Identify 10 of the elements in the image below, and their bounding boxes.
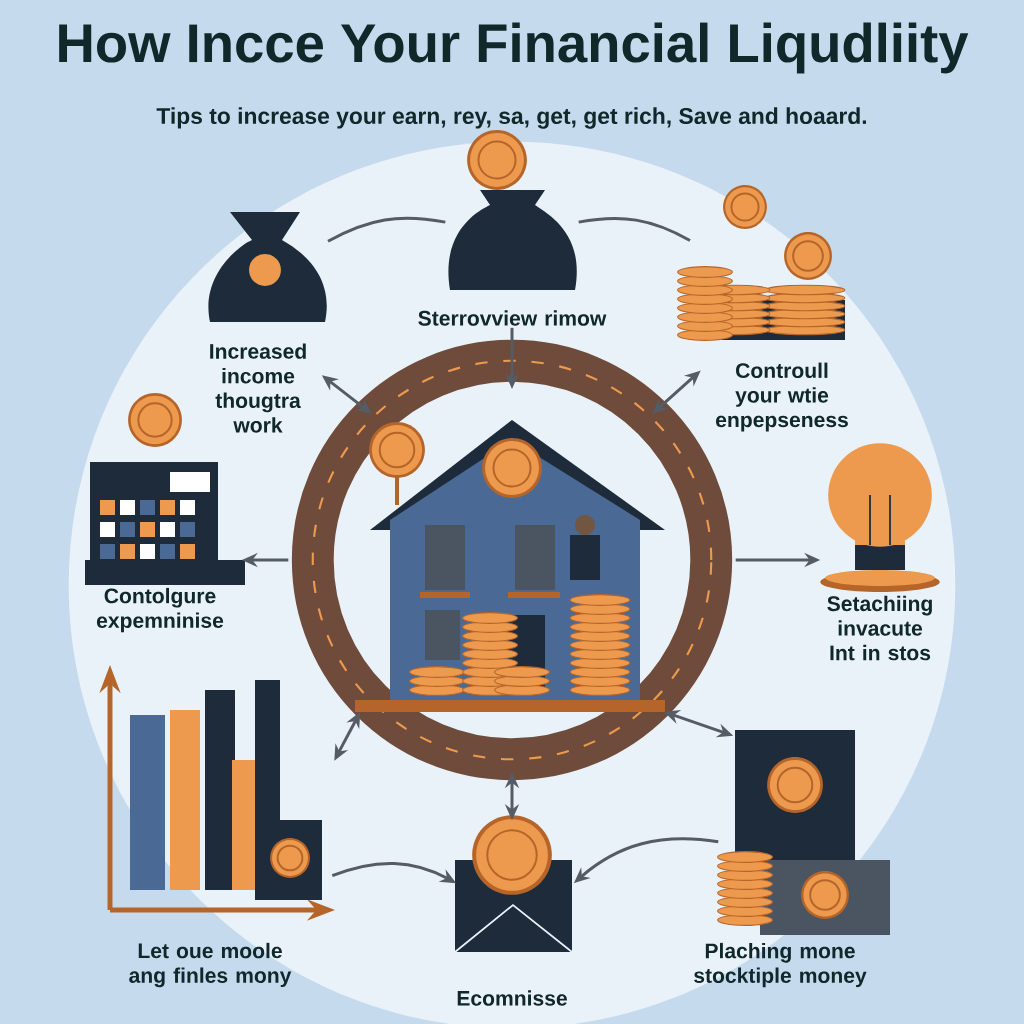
step-label: Setachiing invacute Int in stos bbox=[827, 595, 932, 661]
subtitle: Tips to increase your earn, rey, sa, get, get rich, Save and hoaard. bbox=[156, 107, 867, 129]
title: How Incce Your Financial Liqudliity bbox=[59, 22, 969, 74]
step-label: Increased income thougtra work bbox=[210, 343, 306, 433]
step-label: Plaching mone stocktiple money bbox=[694, 942, 867, 988]
step-label: Sterrovview rimow bbox=[418, 310, 607, 326]
step-label: Ecomnisse bbox=[457, 990, 567, 1006]
step-label: Let oue moole ang finles mony bbox=[129, 942, 292, 988]
step-label: Controull your wtie enpepseness bbox=[716, 362, 848, 432]
step-label: Contolgure expemninise bbox=[96, 587, 224, 633]
